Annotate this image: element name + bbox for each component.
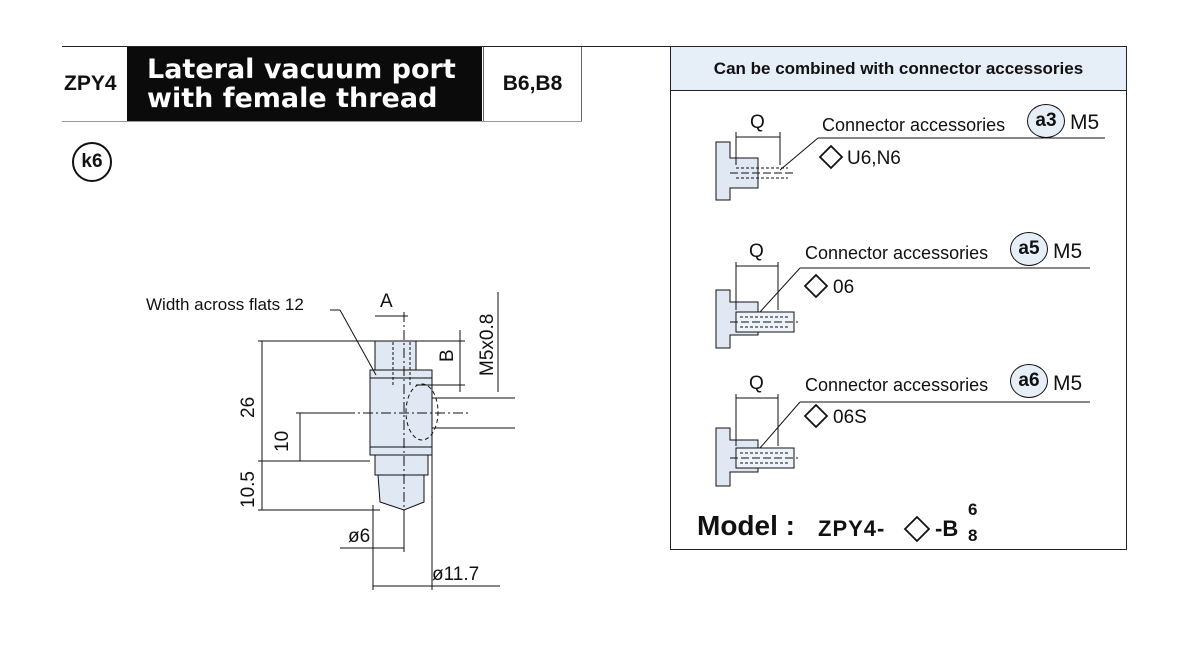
- header-rule: [62, 46, 670, 47]
- accessory-3-label: Connector accessories: [805, 375, 989, 395]
- accessory-3-fitting: [715, 394, 1090, 487]
- accessory-3-badge: a6: [1010, 364, 1048, 398]
- diamond-icon: [818, 144, 844, 170]
- accessory-2-fitting: [715, 262, 1090, 349]
- model-label: Model :: [697, 510, 795, 541]
- accessories-panel: [670, 46, 1127, 550]
- part-neck: [374, 454, 429, 476]
- model-option-6: 6: [968, 500, 978, 519]
- accessory-3-q: Q: [749, 373, 764, 394]
- accessory-1-badge: a3: [1027, 104, 1065, 138]
- size-codes: B6,B8: [483, 47, 582, 121]
- diameter-11-7-label: ø11.7: [432, 564, 480, 585]
- diameter-6-label: ø6: [348, 526, 371, 547]
- variant-badge: k6: [72, 142, 112, 182]
- model-diamond-icon: [903, 515, 931, 543]
- accessory-drawings: [715, 132, 1105, 487]
- accessory-2-q: Q: [749, 241, 764, 262]
- product-title: Lateral vacuum port with female thread: [127, 47, 482, 121]
- model-option-8: 8: [968, 526, 978, 545]
- dim-b-label: B: [437, 349, 458, 362]
- accessories-heading: Can be combined with connector accessori…: [671, 47, 1126, 91]
- thread-size-label: M5x0.8: [477, 313, 498, 376]
- dimension-drawing: [258, 292, 515, 590]
- diamond-icon: [803, 403, 829, 429]
- dim-10-5-label: 10.5: [238, 471, 259, 508]
- accessory-2-code: 06: [833, 277, 855, 298]
- accessory-1-q: Q: [750, 112, 765, 133]
- accessory-2-badge: a5: [1010, 232, 1048, 266]
- width-across-flats-label: Width across flats 12: [146, 295, 304, 314]
- accessory-1-label: Connector accessories: [822, 115, 1006, 135]
- accessory-2-thread: M5: [1053, 240, 1083, 263]
- accessory-1-code: U6,N6: [847, 148, 901, 169]
- accessory-2-label: Connector accessories: [805, 243, 989, 263]
- diamond-icon: [803, 273, 829, 299]
- accessory-1-thread: M5: [1070, 111, 1100, 134]
- side-port-ellipse: [405, 383, 439, 441]
- dim-a-label: A: [380, 291, 393, 312]
- dim-10-label: 10: [272, 430, 293, 452]
- accessory-3-thread: M5: [1053, 372, 1083, 395]
- header-bottom-rule: [62, 121, 582, 122]
- part-tip: [377, 474, 425, 511]
- title-line-1: Lateral vacuum port: [147, 54, 456, 85]
- model-code: ZPY4-: [818, 516, 886, 541]
- part-upper-stem: [374, 340, 417, 371]
- model-b-suffix: -B: [935, 516, 959, 541]
- dim-26-label: 26: [238, 396, 259, 418]
- accessory-1-fitting: [715, 132, 1105, 201]
- accessory-3-code: 06S: [833, 407, 867, 428]
- title-line-2: with female thread: [147, 83, 438, 114]
- series-code: ZPY4: [64, 72, 117, 95]
